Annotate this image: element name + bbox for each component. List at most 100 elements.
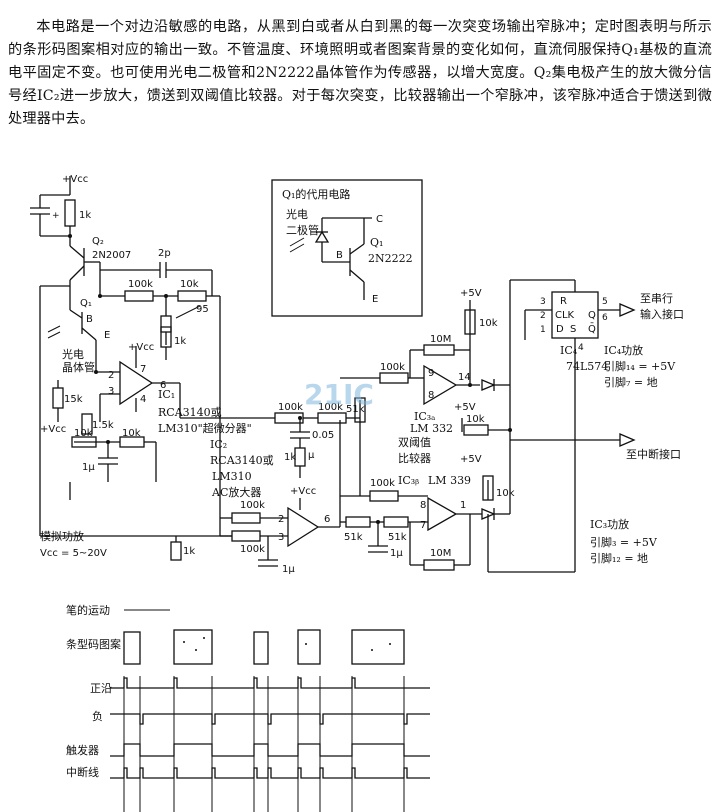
svg-text:触发器: 触发器 (66, 743, 99, 757)
svg-text:比较器: 比较器 (398, 451, 431, 465)
svg-text:1k: 1k (79, 210, 91, 221)
svg-text:IC₃ᵦ: IC₃ᵦ (398, 474, 419, 487)
svg-text:5: 5 (602, 297, 608, 307)
svg-text:10M: 10M (430, 548, 451, 559)
svg-text:至中断接口: 至中断接口 (626, 447, 681, 461)
svg-text:6: 6 (160, 380, 166, 391)
description-paragraph: 本电路是一个对边沿敏感的电路，从黑到白或者从白到黑的每一次突变场输出窄脉冲；定时… (8, 19, 712, 128)
timing-diagram: 笔的运动 条型码图案 正沿 负 触发器 中断线 (66, 603, 430, 812)
svg-text:模拟功放: 模拟功放 (40, 529, 84, 543)
svg-text:4: 4 (140, 394, 146, 405)
svg-text:正沿: 正沿 (90, 682, 112, 695)
svg-text:10k: 10k (479, 318, 498, 329)
svg-text:S: S (570, 324, 576, 335)
svg-text:2p: 2p (158, 248, 171, 259)
svg-text:100k: 100k (278, 402, 303, 413)
svg-text:输入接口: 输入接口 (640, 307, 684, 321)
svg-text:+5V: +5V (460, 288, 482, 299)
svg-text:CLK: CLK (555, 310, 575, 321)
svg-text:2N2222: 2N2222 (368, 252, 413, 265)
svg-text:10k: 10k (180, 279, 199, 290)
svg-text:+5V: +5V (454, 402, 476, 413)
svg-text:10M: 10M (430, 334, 451, 345)
svg-text:RCA3140或: RCA3140或 (158, 406, 222, 419)
svg-text:IC₁: IC₁ (158, 388, 175, 401)
svg-text:100k: 100k (380, 362, 405, 373)
svg-text:15k: 15k (64, 394, 83, 405)
bias-network: 15k +Vcc 1.5k 10k 10k 1μ (40, 380, 157, 500)
ic1-opamp: 2 3 7 6 4 +Vcc IC₁ RCA3140或 LM310"超微分器" (99, 342, 275, 435)
svg-text:100k: 100k (370, 478, 395, 489)
svg-text:1: 1 (460, 500, 466, 511)
q1-phototransistor: Q₁ B E 光电 晶体管 (39, 285, 120, 380)
svg-text:100k: 100k (240, 544, 265, 555)
svg-text:8: 8 (420, 500, 426, 511)
svg-text:光电: 光电 (286, 207, 308, 221)
svg-text:14: 14 (458, 372, 471, 383)
svg-text:51k: 51k (388, 532, 407, 543)
svg-text:引脚₁₄ = +5V: 引脚₁₄ = +5V (604, 359, 676, 373)
ic4-flipflop: R CLK D S Q Q̄ 3 2 1 5 6 4 至串行 输入接口 IC₄ … (487, 279, 684, 573)
svg-text:10k: 10k (122, 428, 141, 439)
svg-text:4: 4 (578, 343, 584, 353)
comparator-section: 100k 9 8 14 10M IC₃ₐ LM 332 双阈值 比较器 +5V … (340, 288, 681, 571)
svg-text:2: 2 (108, 370, 114, 381)
svg-text:B: B (86, 314, 93, 325)
svg-text:3: 3 (108, 386, 114, 397)
svg-text:2N2007: 2N2007 (92, 250, 131, 261)
svg-text:B: B (336, 250, 343, 261)
svg-text:7: 7 (140, 364, 146, 375)
svg-text:8: 8 (428, 390, 434, 401)
svg-text:至串行: 至串行 (640, 292, 673, 305)
svg-text:100k: 100k (240, 500, 265, 511)
svg-text:Q₂: Q₂ (92, 236, 104, 247)
svg-text:3: 3 (278, 532, 284, 543)
resistor-1k-top (64, 199, 76, 227)
svg-text:R: R (560, 296, 567, 307)
svg-text:1.5k: 1.5k (92, 420, 114, 431)
svg-text:6: 6 (602, 313, 608, 323)
svg-text:1k: 1k (183, 546, 195, 557)
svg-text:IC₃功放: IC₃功放 (590, 517, 629, 531)
svg-text:引脚₁₂ = 地: 引脚₁₂ = 地 (590, 551, 648, 565)
svg-text:笔的运动: 笔的运动 (66, 603, 110, 617)
svg-text:RCA3140或: RCA3140或 (210, 454, 274, 467)
svg-text:2: 2 (278, 514, 284, 525)
svg-text:双阈值: 双阈值 (398, 435, 431, 449)
svg-text:Q₁的代用电路: Q₁的代用电路 (282, 187, 350, 201)
svg-text:Q: Q (588, 310, 596, 321)
svg-text:光电: 光电 (62, 347, 84, 361)
svg-text:+Vcc: +Vcc (62, 174, 88, 185)
svg-text:51k: 51k (344, 532, 363, 543)
svg-text:Q̄: Q̄ (588, 322, 596, 335)
svg-text:10k: 10k (466, 414, 485, 425)
svg-text:LM 332: LM 332 (410, 422, 453, 435)
svg-text:D: D (556, 324, 564, 335)
svg-text:3: 3 (540, 297, 546, 307)
svg-text:IC₃ₐ: IC₃ₐ (414, 410, 435, 423)
svg-text:7: 7 (420, 520, 426, 531)
svg-text:1μ: 1μ (82, 462, 95, 473)
svg-text:IC₄: IC₄ (560, 344, 578, 357)
svg-text:IC₂: IC₂ (210, 438, 227, 451)
svg-text:1μ: 1μ (282, 564, 295, 575)
svg-text:9: 9 (428, 368, 434, 379)
vcc-top-section: +Vcc + 1k Q₂ 2N2007 (30, 174, 131, 298)
svg-text:μ: μ (308, 450, 315, 461)
svg-text:引脚₃ = +5V: 引脚₃ = +5V (590, 535, 658, 549)
svg-text:AC放大器: AC放大器 (211, 485, 261, 499)
svg-text:0.05: 0.05 (312, 430, 334, 441)
watermark-logo: 21IC (304, 378, 374, 411)
svg-text:二极管: 二极管 (286, 223, 319, 237)
svg-text:+: + (52, 211, 60, 221)
svg-text:+Vcc: +Vcc (128, 342, 154, 353)
svg-text:条型码图案: 条型码图案 (66, 637, 121, 651)
svg-text:100k: 100k (318, 402, 343, 413)
svg-text:中断线: 中断线 (66, 765, 99, 779)
svg-text:引脚₇ = 地: 引脚₇ = 地 (604, 375, 658, 389)
svg-text:1k: 1k (174, 336, 186, 347)
svg-text:晶体管: 晶体管 (62, 360, 95, 374)
svg-text:10k: 10k (74, 428, 93, 439)
svg-text:LM 339: LM 339 (428, 474, 471, 487)
